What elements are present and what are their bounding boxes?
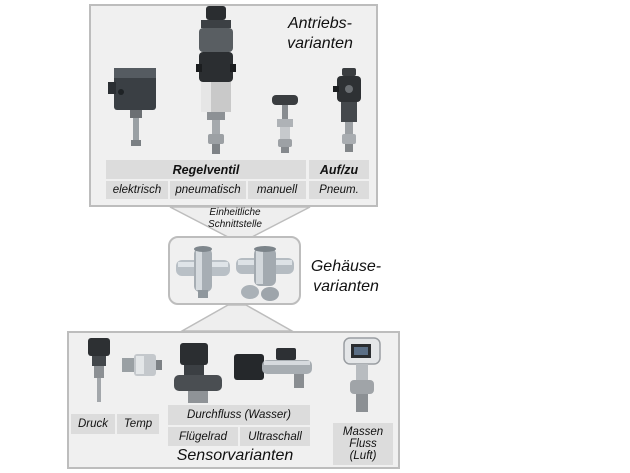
sensor-fluegelrad: Flügelrad bbox=[168, 427, 238, 446]
type-pneum: Pneum. bbox=[309, 181, 369, 199]
housing-title-line2: varianten bbox=[313, 278, 379, 295]
actuator-title-line1: Antriebs- bbox=[287, 15, 353, 32]
sensor-ultraschall: Ultraschall bbox=[240, 427, 310, 446]
housing-variants-title: Gehäuse- varianten bbox=[304, 257, 388, 297]
massen-line1: Massen bbox=[342, 426, 384, 438]
actuator-variants-title: Antriebs- varianten bbox=[270, 14, 370, 54]
housing-body-2-image bbox=[236, 246, 294, 301]
sensor-durchfluss: Durchfluss (Wasser) bbox=[168, 405, 310, 425]
group-aufzu: Auf/zu bbox=[309, 160, 369, 179]
housing-body-1-image bbox=[176, 246, 230, 298]
massflow-sensor-image bbox=[343, 337, 381, 412]
housing-title-line1: Gehäuse- bbox=[310, 258, 382, 275]
actuator-title-line2: varianten bbox=[287, 35, 353, 52]
sensor-druck: Druck bbox=[71, 414, 115, 434]
paddlewheel-sensor-image bbox=[174, 343, 222, 403]
interface-line1: Einheitliche bbox=[209, 207, 261, 218]
interface-line2: Schnittstelle bbox=[208, 219, 262, 230]
onoff-actuator-image bbox=[333, 68, 361, 152]
group-regelventil: Regelventil bbox=[106, 160, 306, 179]
up-arrow bbox=[179, 304, 295, 332]
pressure-sensor-image bbox=[88, 338, 110, 402]
type-elektrisch: elektrisch bbox=[106, 181, 168, 199]
type-pneumatisch: pneumatisch bbox=[170, 181, 246, 199]
electric-actuator-image bbox=[108, 68, 156, 146]
sensor-variants-title: Sensorvarianten bbox=[176, 447, 294, 464]
ultrasonic-sensor-image bbox=[234, 348, 312, 388]
manual-actuator-image bbox=[272, 95, 298, 153]
massen-line2: Fluss bbox=[349, 438, 377, 450]
interface-label: Einheitliche Schnittstelle bbox=[190, 207, 280, 231]
type-manuell: manuell bbox=[248, 181, 306, 199]
massen-line3: (Luft) bbox=[349, 450, 377, 462]
sensor-temp: Temp bbox=[117, 414, 159, 434]
sensor-massenfluss: Massen Fluss (Luft) bbox=[333, 423, 393, 465]
pneumatic-actuator-image bbox=[196, 6, 236, 154]
temperature-sensor-image bbox=[122, 354, 162, 376]
